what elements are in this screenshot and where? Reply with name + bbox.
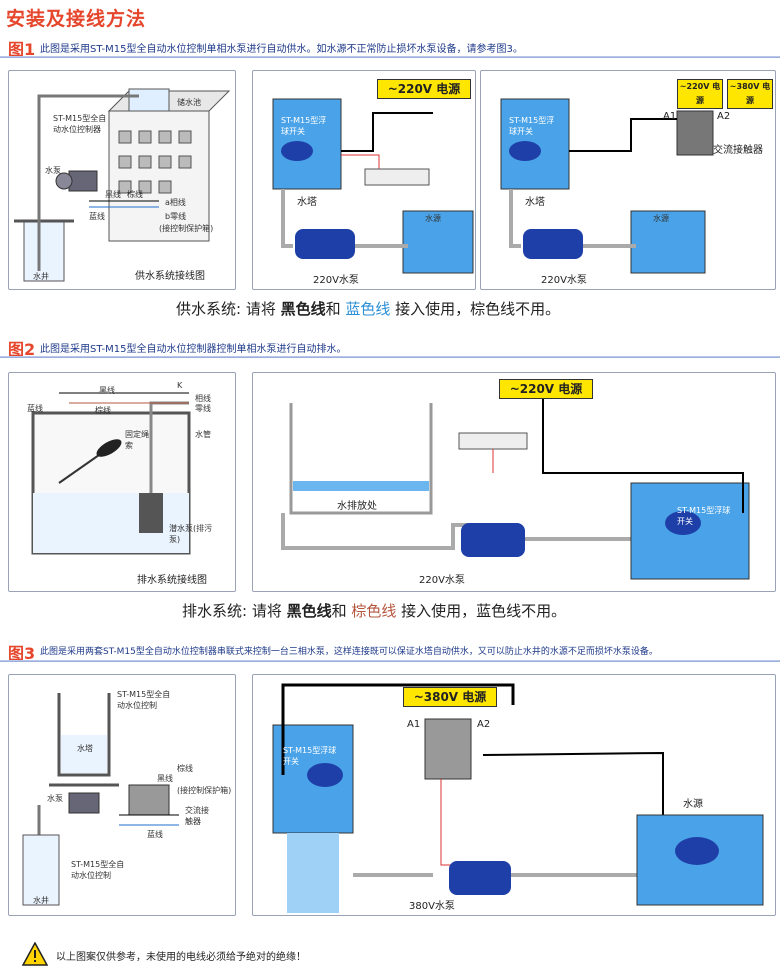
- drain-diagram-panel: ~220V 电源 水排放处 220V水泵 ST-M15型浮球开关: [252, 372, 776, 592]
- section-1-header: 图1 此图是采用ST-M15型全自动水位控制单相水泵进行自动供水。如水源不正常防…: [0, 36, 780, 59]
- drain-schematic-panel: 黑线 K 相线 零线 棕线 蓝线 固定绳索 水管 潜水泵(排污泵) 排水系统接线…: [8, 372, 236, 592]
- contactor-label: 交流接触器: [713, 145, 763, 156]
- contactor-a2-3: A2: [477, 719, 491, 730]
- series-schematic-drawing: [22, 693, 179, 906]
- power-supply-380v-b: ~380V 电源: [727, 79, 773, 109]
- label-water-tower-3: 水塔: [77, 744, 93, 753]
- label-fixed-rope: 固定绳索: [125, 430, 149, 450]
- label-phase-a: a相线: [165, 198, 186, 207]
- drain-diagram-drawing: [281, 393, 750, 580]
- pump-label-380v: 380V水泵: [409, 901, 455, 912]
- water-source-label-b: 水源: [653, 214, 669, 223]
- label-reservoir: 储水池: [177, 98, 201, 107]
- drain-schematic-drawing: [31, 392, 191, 555]
- section-divider: [0, 356, 780, 358]
- supply-diagram-a-panel: ~220V 电源 ST-M15型浮球开关 水塔 220V水泵 水源: [252, 70, 476, 290]
- water-source-label-3: 水源: [683, 799, 703, 810]
- drain-point-label: 水排放处: [337, 501, 377, 512]
- figure-3-description: 此图是采用两套ST-M15型全自动水位控制器串联式来控制一台三相水泵，这样连接既…: [40, 647, 658, 657]
- figure-2-label: 图2: [8, 340, 36, 359]
- label-well-3: 水井: [33, 896, 49, 905]
- supply-diagram-b-drawing: [500, 98, 714, 274]
- label-neutral-b: b零线: [165, 212, 187, 221]
- pump-label-b: 220V水泵: [541, 275, 587, 286]
- power-supply-220v-drain: ~220V 电源: [499, 379, 593, 399]
- label-neutral-2: 零线: [195, 404, 211, 413]
- pump-label: 220V水泵: [313, 275, 359, 286]
- power-supply-220v: ~220V 电源: [377, 79, 471, 99]
- figure-3-label: 图3: [8, 644, 36, 663]
- figure-1-description: 此图是采用ST-M15型全自动水位控制单相水泵进行自动供水。如水源不正常防止损坏…: [40, 44, 523, 55]
- drain-schematic-caption: 排水系统接线图: [137, 575, 207, 586]
- float-switch-label-b: ST-M15型浮球开关: [509, 116, 555, 136]
- supply-diagram-b-panel: ~220V 电源 ~380V 电源 ST-M15型浮球开关 A1 A2 交流接触…: [480, 70, 776, 290]
- pump-label-drain: 220V水泵: [419, 575, 465, 586]
- label-contactor-3: 交流接触器: [185, 806, 209, 826]
- supply-schematic-caption: 供水系统接线图: [135, 271, 205, 282]
- section-divider: [0, 56, 780, 58]
- water-tower-label: 水塔: [297, 197, 317, 208]
- warning-text: 以上图案仅供参考，未使用的电线必须给予绝对的绝缘！: [56, 952, 306, 963]
- label-protection-box: (接控制保护箱): [159, 224, 214, 233]
- series-diagram-panel: ~380V 电源 A1 A2 ST-M15型浮球开关 水源 380V水泵: [252, 674, 776, 916]
- label-well: 水井: [33, 272, 49, 281]
- figure-1-label: 图1: [8, 40, 36, 59]
- warning-icon: [22, 942, 48, 966]
- series-schematic-panel: ST-M15型全自动水位控制 水塔 棕线 黑线 (接控制保护箱) 水泵 交流接触…: [8, 674, 236, 916]
- label-pump: 水泵: [45, 166, 61, 175]
- label-blue-wire-2: 蓝线: [27, 404, 43, 413]
- section-3-header: 图3 此图是采用两套ST-M15型全自动水位控制器串联式来控制一台三相水泵，这样…: [0, 640, 780, 663]
- label-black-wire-3: 黑线: [157, 774, 173, 783]
- label-black-wire: 黑线: [105, 190, 121, 199]
- label-blue-wire-3: 蓝线: [147, 830, 163, 839]
- contactor-a1-3: A1: [407, 719, 421, 730]
- label-controller: ST-M15型全自动水位控制器: [53, 114, 107, 134]
- label-controller-top: ST-M15型全自动水位控制: [117, 690, 171, 710]
- label-brown-wire: 棕线: [127, 190, 143, 199]
- drain-summary: 排水系统: 请将 黑色线和 棕色线 接入使用，蓝色线不用。: [182, 602, 567, 620]
- contactor-a1: A1: [663, 111, 677, 122]
- contactor-a2: A2: [717, 111, 731, 122]
- label-submersible-pump: 潜水泵(排污泵): [169, 524, 213, 544]
- float-switch-label: ST-M15型浮球开关: [281, 116, 327, 136]
- figure-2-description: 此图是采用ST-M15型全自动水位控制器控制单相水泵进行自动排水。: [40, 344, 347, 355]
- page-title: 安装及接线方法: [6, 8, 147, 30]
- section-2-header: 图2 此图是采用ST-M15型全自动水位控制器控制单相水泵进行自动排水。: [0, 336, 780, 359]
- label-protection-box-3: (接控制保护箱): [177, 786, 232, 795]
- label-pump-3: 水泵: [47, 794, 63, 803]
- label-phase-2: 相线: [195, 394, 211, 403]
- series-diagram-drawing: [272, 683, 764, 913]
- label-water-pipe: 水管: [195, 430, 211, 439]
- float-switch-label-3: ST-M15型浮球开关: [283, 746, 337, 766]
- supply-diagram-a-drawing: [272, 98, 474, 274]
- water-tower-label-b: 水塔: [525, 197, 545, 208]
- label-blue-wire: 蓝线: [89, 212, 105, 221]
- label-black-wire-2: 黑线: [99, 386, 115, 395]
- supply-schematic-panel: 储水池 ST-M15型全自动水位控制器 水泵 黑线 蓝线 棕线 a相线 b零线 …: [8, 70, 236, 290]
- label-brown-wire-3: 棕线: [177, 764, 193, 773]
- label-switch-k: K: [177, 381, 183, 390]
- supply-summary: 供水系统: 请将 黑色线和 蓝色线 接入使用，棕色线不用。: [176, 300, 561, 318]
- float-switch-label-drain: ST-M15型浮球开关: [677, 506, 731, 526]
- label-brown-wire-2: 棕线: [95, 406, 111, 415]
- power-supply-220v-b: ~220V 电源: [677, 79, 723, 109]
- power-supply-380v: ~380V 电源: [403, 687, 497, 707]
- section-divider: [0, 660, 780, 662]
- water-source-label: 水源: [425, 214, 441, 223]
- supply-schematic-drawing: [14, 88, 231, 282]
- label-controller-bottom: ST-M15型全自动水位控制: [71, 860, 125, 880]
